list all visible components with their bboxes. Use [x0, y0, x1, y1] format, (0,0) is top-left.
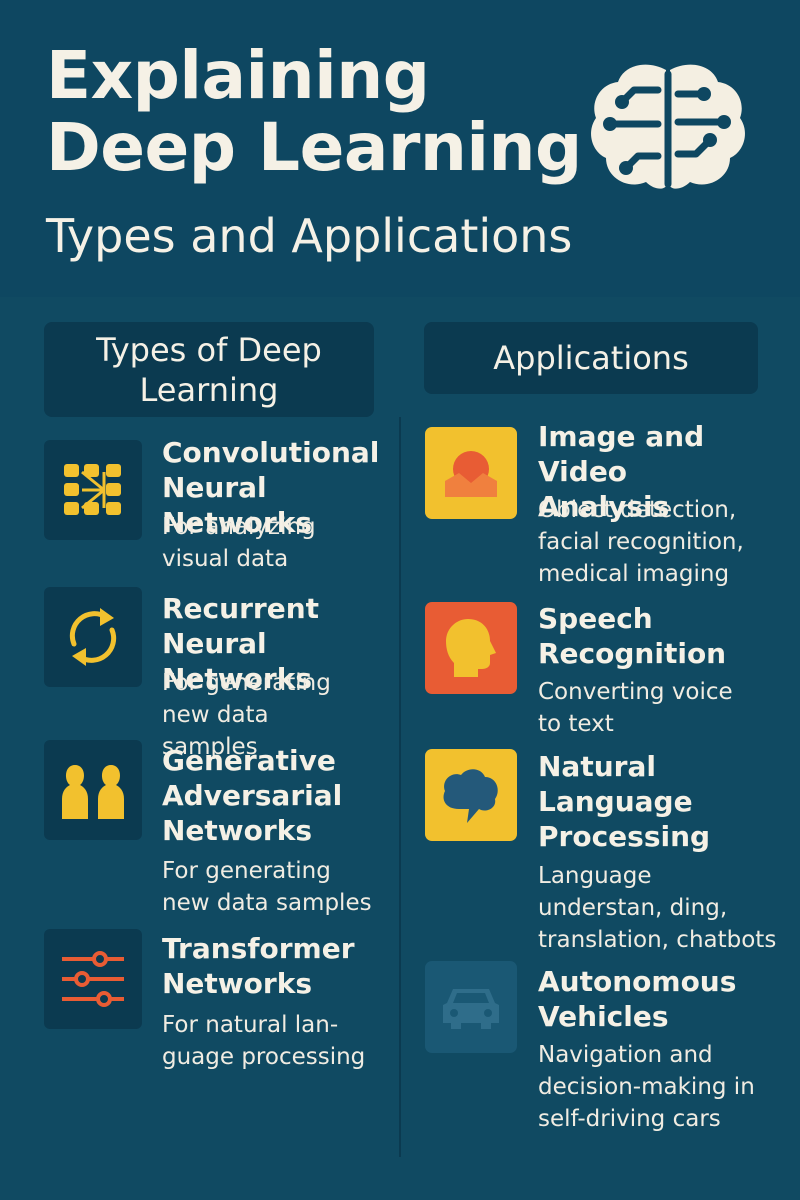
app-title: Image and Video Analysis [538, 420, 705, 523]
two-people-icon [44, 740, 142, 840]
app-desc: Navigation and decision-making in self-d… [538, 1042, 755, 1132]
cycle-arrows-icon [44, 587, 142, 687]
page-title: Explaining Deep Learning [46, 37, 582, 186]
sliders-icon [44, 929, 142, 1029]
type-title: Generative Adversarial Networks [162, 744, 343, 847]
type-desc: For natural lan-guage processing [162, 1012, 366, 1070]
type-title: Recurrent Neural Networks [162, 592, 320, 695]
speech-bubble-icon [425, 749, 517, 841]
header: Explaining Deep Learning Types and Appli… [0, 0, 800, 297]
type-desc: For analyzing visual data [162, 514, 316, 572]
type-desc: For generating new data samples [162, 670, 331, 760]
column-divider [399, 417, 401, 1157]
type-title: Transformer Networks [162, 932, 355, 1000]
type-desc: For generating new data samples [162, 858, 372, 916]
type-title: Convolutional Neural Networks [162, 436, 380, 539]
image-analysis-icon [425, 427, 517, 519]
applications-heading-text: Applications [493, 339, 689, 377]
app-title: Speech Recognition [538, 602, 727, 670]
head-profile-icon [425, 602, 517, 694]
app-desc: Obiect detection, facial recognition, me… [538, 497, 744, 587]
car-icon [425, 961, 517, 1053]
app-desc: Language understan, ding, translation, c… [538, 863, 777, 953]
app-title: Autonomous Vehicles [538, 965, 737, 1033]
grid-network-icon [44, 440, 142, 540]
types-heading-text: Types of Deep Learning [96, 330, 322, 409]
app-desc: Converting voice to text [538, 679, 733, 737]
page-subtitle: Types and Applications [46, 209, 573, 263]
types-heading: Types of Deep Learning [44, 322, 374, 417]
brain-circuit-icon [591, 64, 745, 189]
app-title: Natural Language Processing [538, 750, 711, 853]
content-area: Types of Deep Learning Applications Conv… [0, 297, 800, 1200]
applications-heading: Applications [424, 322, 758, 394]
